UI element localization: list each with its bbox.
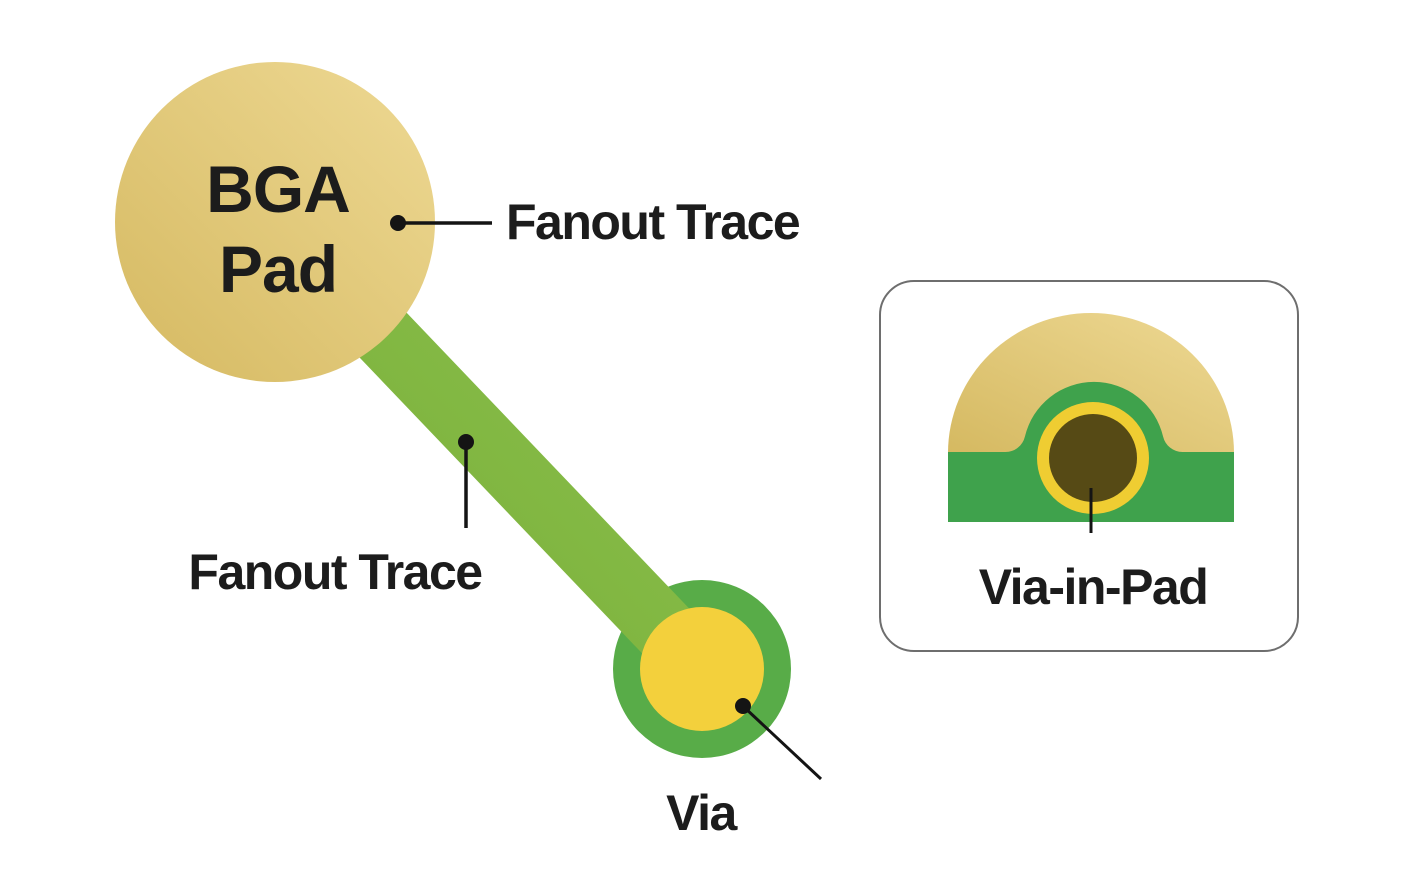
fanout-trace-mid-label: Fanout Trace [188,544,482,600]
fanout-trace-top-callout-dot [390,215,406,231]
bga-pad [115,62,435,382]
inset-via-hole [1049,414,1137,502]
main-diagram-group: BGA Pad Fanout Trace Fanout Trace Via [115,62,823,841]
via-callout-line [743,706,823,781]
via-label: Via [666,785,738,841]
via-in-pad-label: Via-in-Pad [979,559,1208,615]
fanout-trace-mid-callout-dot [458,434,474,450]
bga-pad-label-line1: BGA [206,152,350,226]
fanout-trace-top-label: Fanout Trace [506,194,800,250]
via-in-pad-inset-group: Via-in-Pad [879,280,1299,652]
via-callout-dot [735,698,751,714]
via-barrel [640,607,764,731]
bga-pad-label-line2: Pad [219,232,337,306]
